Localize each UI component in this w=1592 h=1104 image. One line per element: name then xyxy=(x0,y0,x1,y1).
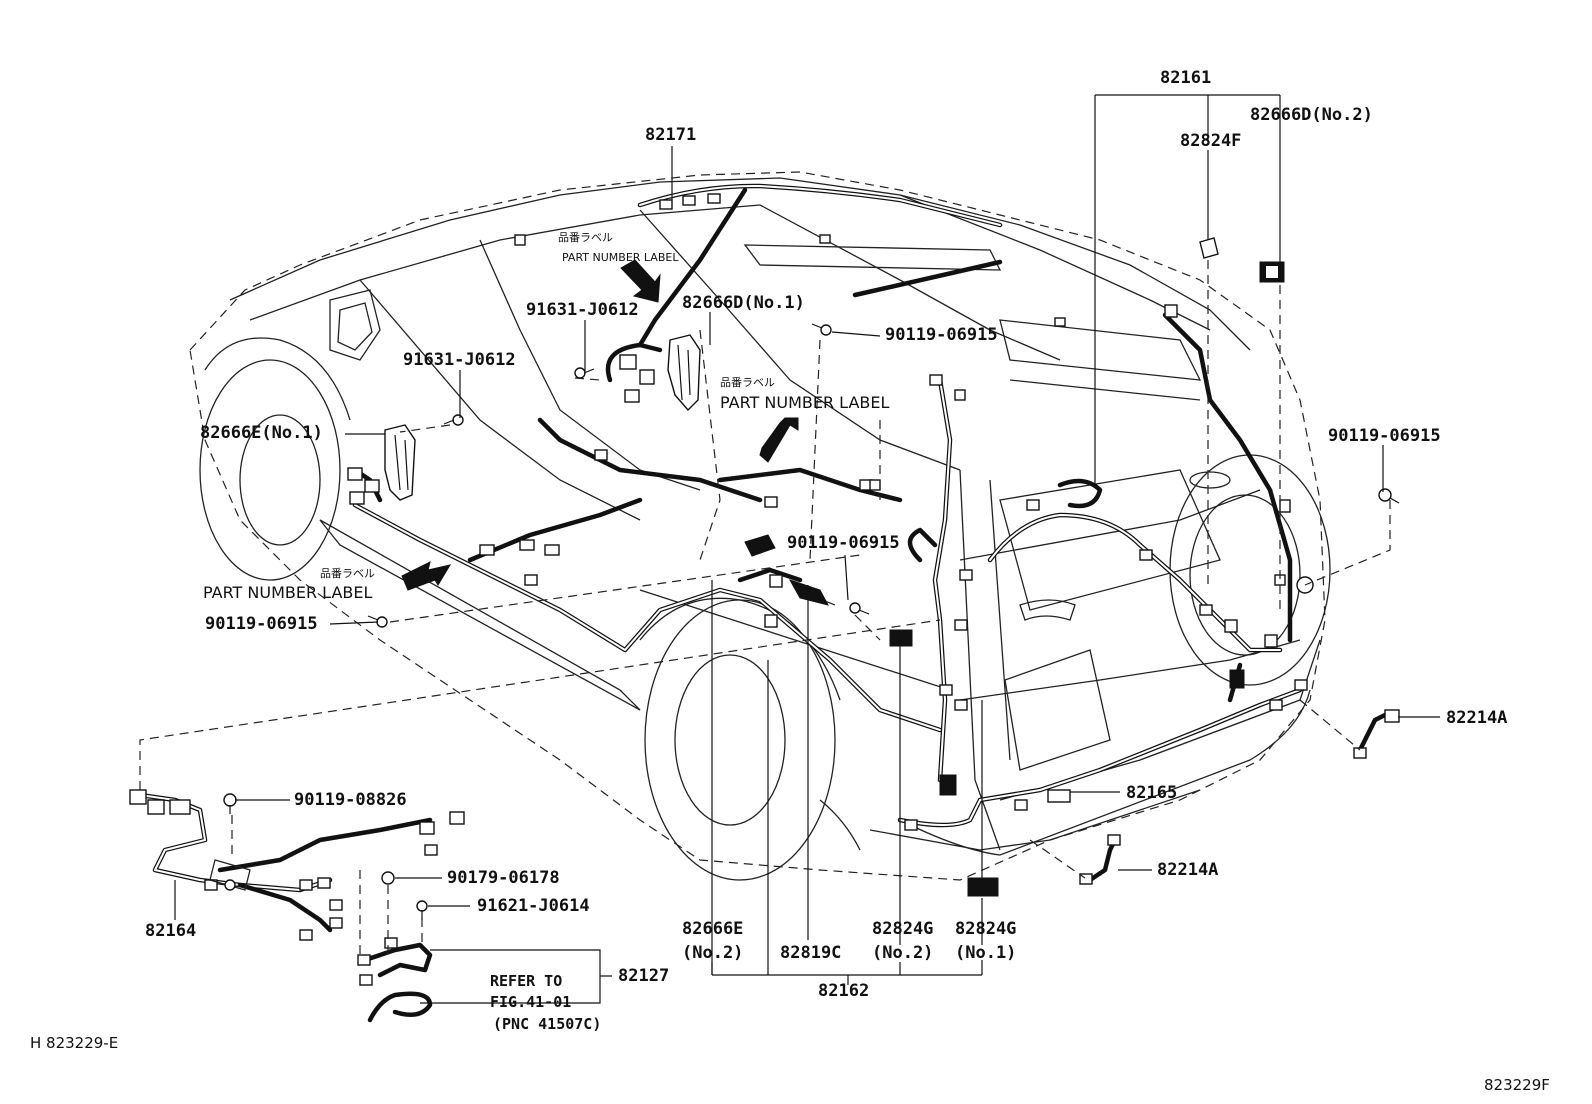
clip-82824F xyxy=(1199,237,1219,259)
part-82164: 82164 xyxy=(145,921,197,941)
part-82824G-a: 82824G xyxy=(872,919,934,939)
part-number-label-2: PART NUMBER LABEL xyxy=(720,393,890,412)
jp-part-number-label-3: 品番ラベル xyxy=(320,567,375,580)
part-82666E-no1: 82666E(No.1) xyxy=(200,423,323,443)
part-91631-J0612-a: 91631-J0612 xyxy=(526,300,639,320)
harness-82164 xyxy=(129,789,465,941)
part-number-label-1: PART NUMBER LABEL xyxy=(562,251,679,264)
part-82666D-no1: 82666D(No.1) xyxy=(682,293,805,313)
bracket-82666E-no1 xyxy=(384,424,416,501)
harness-82165-bumper xyxy=(897,679,1308,831)
part-82819C: 82819C xyxy=(780,943,842,963)
part-82824G-b: 82824G xyxy=(955,919,1017,939)
harness-82127 xyxy=(357,937,433,1023)
connector-82824G-no2 xyxy=(889,629,913,647)
part-90119-06915-d: 90119-06915 xyxy=(205,614,318,634)
dashed-assembly-lines xyxy=(139,260,1391,960)
harness-82162-body xyxy=(347,342,943,733)
part-82161: 82161 xyxy=(1160,68,1212,88)
part-82666D-no2: 82666D(No.2) xyxy=(1250,105,1373,125)
diagram-id-right: 823229F xyxy=(1484,1076,1550,1094)
refer-to-line1: REFER TO xyxy=(490,972,563,990)
harness-82171-roof xyxy=(514,183,1066,348)
leader-lines xyxy=(174,94,1440,1004)
bolts xyxy=(223,323,1400,920)
part-82214A-lower: 82214A xyxy=(1157,860,1219,880)
vehicle-body-outline xyxy=(189,171,1331,881)
part-number-label-3: PART NUMBER LABEL xyxy=(203,583,373,602)
part-90119-06915-c: 90119-06915 xyxy=(787,533,900,553)
part-82214A-upper: 82214A xyxy=(1446,708,1508,728)
part-90119-06915-a: 90119-06915 xyxy=(885,325,998,345)
part-82824G-no1: (No.1) xyxy=(955,943,1017,963)
part-82824F: 82824F xyxy=(1180,131,1242,151)
part-82165: 82165 xyxy=(1126,783,1178,803)
part-90119-08826: 90119-08826 xyxy=(294,790,407,810)
part-82666E: 82666E xyxy=(682,919,744,939)
sensor-82214A-upper xyxy=(1353,709,1400,759)
part-82127: 82127 xyxy=(618,966,670,986)
part-82824G-no2: (No.2) xyxy=(872,943,934,963)
arrows xyxy=(401,259,799,591)
part-90119-06915-b: 90119-06915 xyxy=(1328,426,1441,446)
refer-to-line3: (PNC 41507C) xyxy=(493,1015,602,1033)
part-91621-J0614: 91621-J0614 xyxy=(477,896,590,916)
connector-82666E-no2 xyxy=(744,534,776,557)
diagram-id-left: H 823229-E xyxy=(30,1034,119,1052)
sensor-82214A-lower xyxy=(1079,834,1121,885)
bracket-82666D-no2 xyxy=(1259,261,1285,283)
connector-82819C xyxy=(788,579,836,606)
part-82171: 82171 xyxy=(645,125,697,145)
refer-to-line2: FIG.41-01 xyxy=(490,993,572,1011)
bracket-82666D-no1 xyxy=(667,334,701,412)
part-91631-J0612-b: 91631-J0612 xyxy=(403,350,516,370)
part-82162: 82162 xyxy=(818,981,870,1001)
connector-82824G-no1 xyxy=(967,877,999,897)
harness-82161-rear xyxy=(907,304,1314,783)
jp-part-number-label-2: 品番ラベル xyxy=(720,376,775,389)
part-90179-06178: 90179-06178 xyxy=(447,868,560,888)
jp-part-number-label-1: 品番ラベル xyxy=(558,231,613,244)
part-82666E-no2: (No.2) xyxy=(682,943,744,963)
